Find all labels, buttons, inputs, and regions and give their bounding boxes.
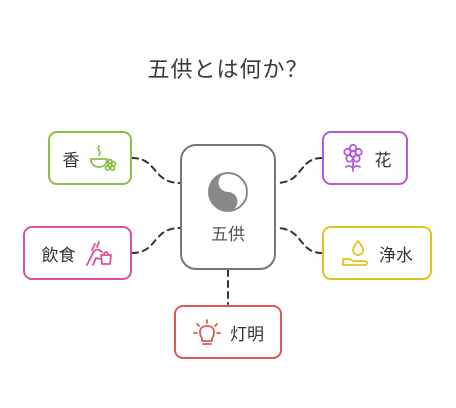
node-label-water: 浄水	[379, 245, 413, 266]
node-light: 灯明	[174, 305, 282, 359]
offering-hand-icon	[85, 241, 112, 266]
water-drop-icon	[342, 240, 369, 266]
node-incense: 香	[48, 131, 132, 185]
node-label-light: 灯明	[230, 324, 264, 345]
incense-bowl-icon	[89, 145, 116, 171]
node-flower: 花	[322, 131, 408, 185]
node-label-flower: 花	[374, 150, 392, 171]
lightbulb-icon	[193, 319, 221, 345]
node-food: 飲食	[23, 226, 132, 280]
node-label-food: 飲食	[41, 245, 76, 266]
flower-icon	[342, 143, 363, 172]
connector-food	[131, 227, 181, 254]
connector-water	[275, 227, 323, 254]
connector-flower	[275, 157, 323, 184]
node-label-incense: 香	[62, 150, 80, 171]
center-label: 五供	[211, 224, 245, 245]
center-node: 五供	[180, 144, 276, 270]
yin-yang-icon	[208, 171, 248, 212]
diagram-title: 五供とは何か？	[147, 58, 309, 83]
node-water: 浄水	[322, 226, 432, 280]
connector-incense	[131, 157, 181, 184]
